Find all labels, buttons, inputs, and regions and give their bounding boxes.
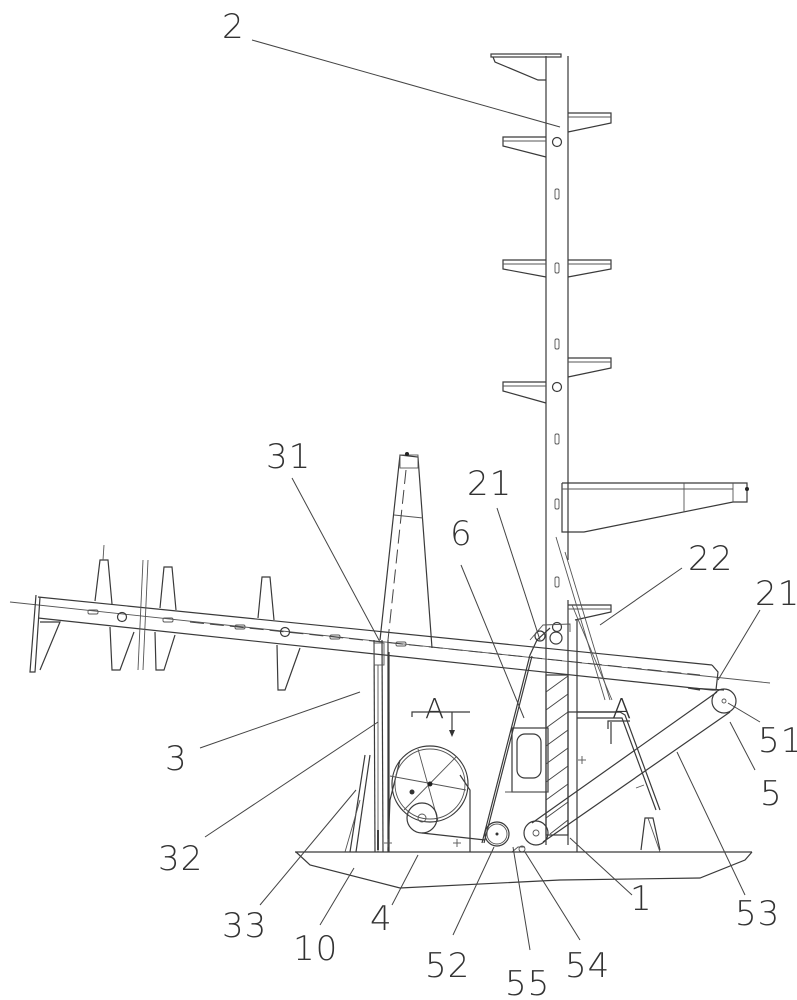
support-post [344, 639, 389, 853]
reference-labels: 2 31 21 6 22 21 A A 51 3 5 32 33 1 53 10… [158, 7, 797, 1000]
label-54: 54 [565, 946, 610, 986]
label-1: 1 [630, 879, 653, 919]
label-3: 3 [165, 739, 188, 779]
label-51: 51 [758, 721, 797, 761]
label-4: 4 [370, 899, 393, 939]
vertical-column [490, 53, 749, 845]
label-33: 33 [222, 906, 267, 946]
label-55: 55 [505, 964, 550, 1000]
cross-marks [384, 756, 586, 847]
label-52: 52 [425, 946, 470, 986]
label-22: 22 [688, 539, 733, 579]
section-mark-a-right: A [612, 692, 631, 725]
label-32: 32 [158, 839, 203, 879]
label-6: 6 [450, 514, 473, 554]
hatch-pattern [545, 675, 569, 835]
label-10: 10 [293, 929, 338, 969]
label-2: 2 [222, 7, 245, 47]
column-holes [551, 136, 563, 633]
section-mark-a-left: A [425, 692, 444, 725]
label-53: 53 [735, 894, 780, 934]
leader-lines [199, 39, 761, 951]
label-31: 31 [266, 437, 311, 477]
mid-frame [387, 536, 661, 853]
label-5: 5 [760, 774, 783, 814]
inclined-boom [9, 544, 771, 691]
label-21-upper: 21 [467, 464, 512, 504]
label-21-right: 21 [755, 574, 797, 614]
linkage-arm [484, 687, 737, 853]
column-brackets [502, 112, 749, 621]
base-frame [295, 756, 753, 889]
upright-tooth [379, 452, 433, 649]
